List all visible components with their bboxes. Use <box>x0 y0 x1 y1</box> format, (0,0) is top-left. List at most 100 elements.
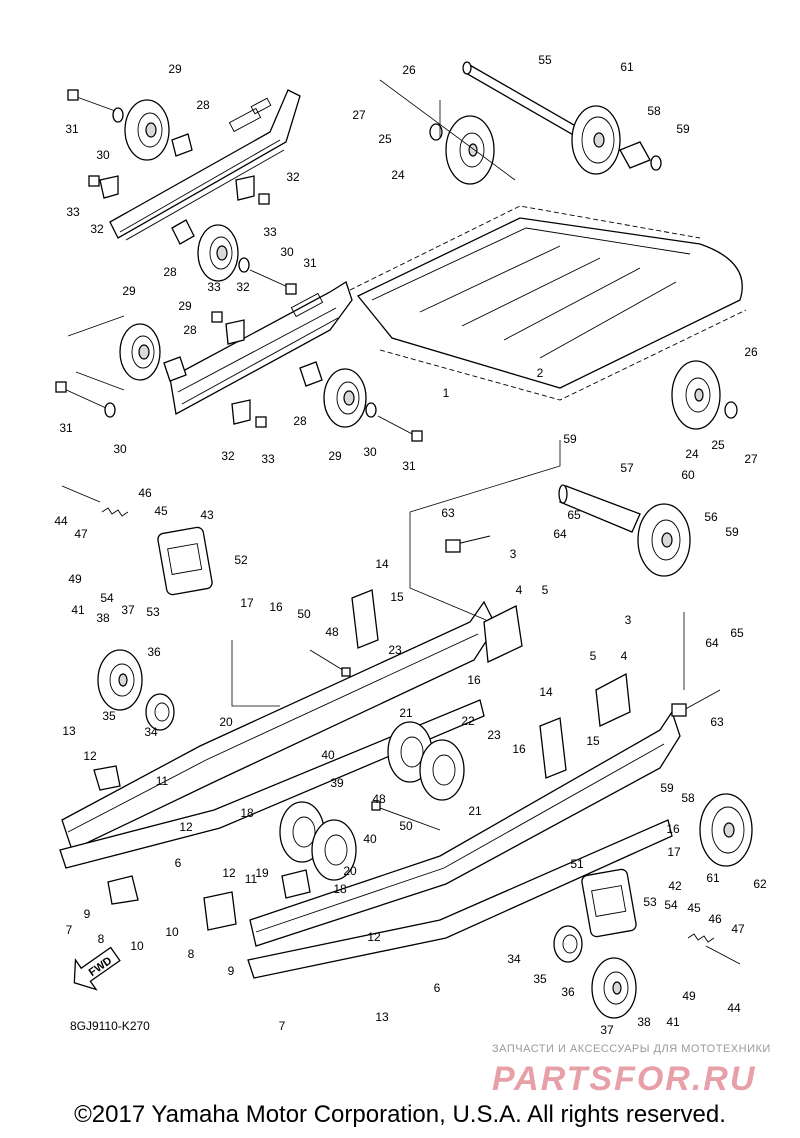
callout-3: 3 <box>510 547 517 561</box>
callout-9: 9 <box>228 964 235 978</box>
callout-35: 35 <box>102 709 116 723</box>
idler-rail-upper <box>109 89 301 241</box>
fwd-arrow: FWD <box>73 946 121 991</box>
callout-40: 40 <box>363 832 377 846</box>
callout-63: 63 <box>710 715 724 729</box>
callout-28: 28 <box>196 98 210 112</box>
callout-16: 16 <box>269 600 283 614</box>
callout-18: 18 <box>333 882 347 896</box>
callout-16: 16 <box>512 742 526 756</box>
washer <box>104 107 377 418</box>
bolts-small <box>61 485 741 965</box>
callout-15: 15 <box>586 734 600 748</box>
rear-wheel <box>571 105 621 175</box>
callout-61: 61 <box>706 871 720 885</box>
callout-12: 12 <box>179 820 193 834</box>
idler-wheel <box>124 99 170 161</box>
svg-text:PARTSFOR.RU: PARTSFOR.RU <box>492 1060 756 1094</box>
callout-26: 26 <box>402 63 416 77</box>
callout-18: 18 <box>240 806 254 820</box>
copyright-text: ©2017 Yamaha Motor Corporation, U.S.A. A… <box>74 1101 726 1128</box>
track-belt <box>349 205 747 401</box>
callout-9: 9 <box>84 907 91 921</box>
rear-wheel-outer <box>637 503 691 577</box>
callout-52: 52 <box>234 553 248 567</box>
callout-31: 31 <box>65 122 79 136</box>
callout-33: 33 <box>261 452 275 466</box>
callout-37: 37 <box>600 1023 614 1037</box>
callout-36: 36 <box>561 985 575 999</box>
mid-wheel <box>311 819 357 881</box>
callout-59: 59 <box>676 122 690 136</box>
callout-56: 56 <box>704 510 718 524</box>
callout-53: 53 <box>146 605 160 619</box>
stopper-block <box>157 526 637 938</box>
callout-31: 31 <box>59 421 73 435</box>
callout-27: 27 <box>744 452 758 466</box>
callout-59: 59 <box>563 432 577 446</box>
callout-32: 32 <box>90 222 104 236</box>
callout-15: 15 <box>390 590 404 604</box>
callout-12: 12 <box>367 930 381 944</box>
callout-29: 29 <box>328 449 342 463</box>
callout-5: 5 <box>590 649 597 663</box>
callout-63: 63 <box>441 506 455 520</box>
callout-23: 23 <box>487 728 501 742</box>
slide-rail-left <box>59 600 497 869</box>
callout-58: 58 <box>681 791 695 805</box>
callout-12: 12 <box>222 866 236 880</box>
callout-48: 48 <box>325 625 339 639</box>
callout-33: 33 <box>66 205 80 219</box>
callout-24: 24 <box>685 447 699 461</box>
callout-45: 45 <box>154 504 168 518</box>
mid-wheel <box>591 957 637 1019</box>
callout-29: 29 <box>122 284 136 298</box>
nut <box>88 175 270 428</box>
callout-25: 25 <box>711 438 725 452</box>
callout-4: 4 <box>621 649 628 663</box>
callout-30: 30 <box>113 442 127 456</box>
callout-33: 33 <box>207 280 221 294</box>
callout-7: 7 <box>279 1019 286 1033</box>
callout-38: 38 <box>96 611 110 625</box>
callout-62: 62 <box>753 877 767 891</box>
callout-40: 40 <box>321 748 335 762</box>
callout-55: 55 <box>538 53 552 67</box>
callout-25: 25 <box>378 132 392 146</box>
idler-wheel <box>119 323 161 381</box>
callout-38: 38 <box>637 1015 651 1029</box>
callout-41: 41 <box>71 603 85 617</box>
callout-30: 30 <box>363 445 377 459</box>
callout-28: 28 <box>163 265 177 279</box>
mid-wheel <box>419 739 465 801</box>
callout-17: 17 <box>667 845 681 859</box>
diagram-code: 8GJ9110-K270 <box>70 1019 150 1033</box>
callout-58: 58 <box>647 104 661 118</box>
rear-shaft <box>558 484 641 533</box>
callout-32: 32 <box>236 280 250 294</box>
callout-34: 34 <box>144 725 158 739</box>
assembly-outlines <box>67 79 685 707</box>
callout-60: 60 <box>681 468 695 482</box>
callout-13: 13 <box>62 724 76 738</box>
callout-28: 28 <box>183 323 197 337</box>
callout-65: 65 <box>567 508 581 522</box>
callout-39: 39 <box>330 776 344 790</box>
callout-10: 10 <box>165 925 179 939</box>
idler-wheel <box>323 368 367 428</box>
callout-7: 7 <box>66 923 73 937</box>
springs <box>101 507 715 943</box>
callout-32: 32 <box>221 449 235 463</box>
callout-35: 35 <box>533 972 547 986</box>
callout-53: 53 <box>643 895 657 909</box>
pivot-bracket <box>351 589 631 779</box>
callout-13: 13 <box>375 1010 389 1024</box>
callout-41: 41 <box>666 1015 680 1029</box>
callout-65: 65 <box>730 626 744 640</box>
callout-1: 1 <box>443 386 450 400</box>
callout-43: 43 <box>200 508 214 522</box>
slide-rail-right <box>247 710 681 979</box>
callout-31: 31 <box>303 256 317 270</box>
